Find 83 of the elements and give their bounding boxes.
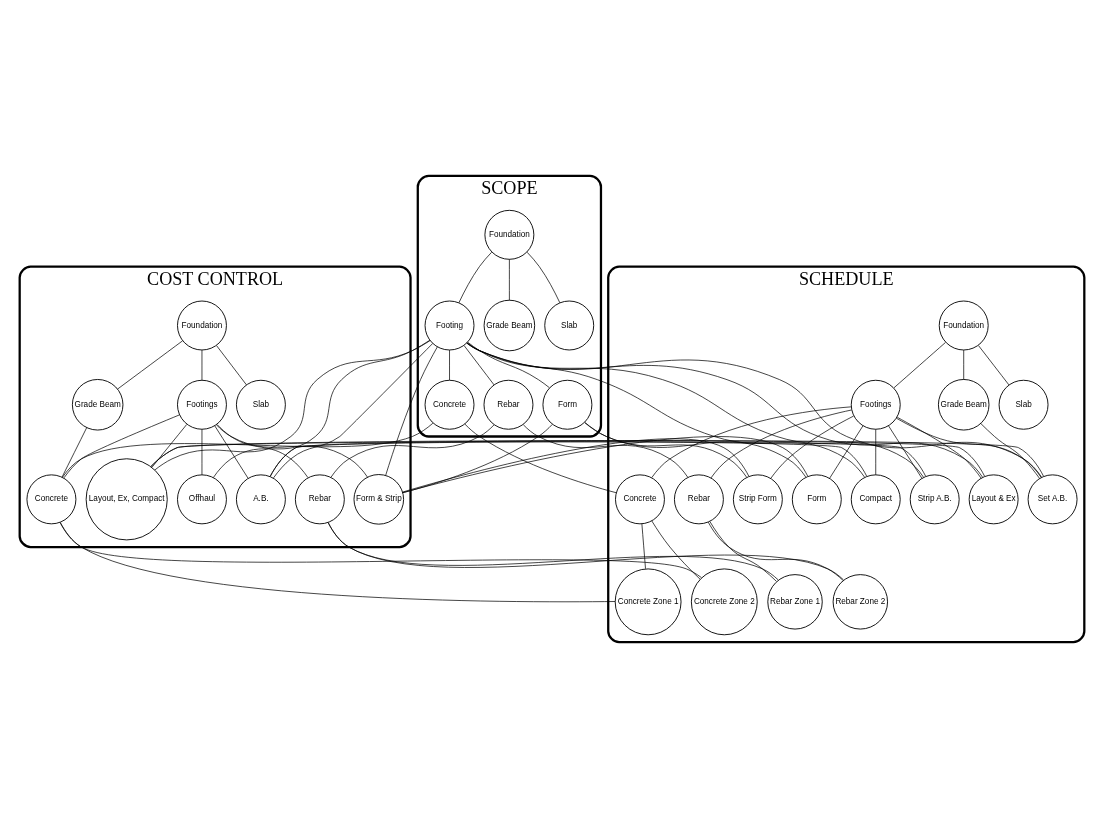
node-circle: Form	[791, 474, 842, 525]
connector	[269, 441, 927, 477]
node-circle: Grade Beam	[937, 379, 990, 431]
connector	[385, 346, 438, 476]
node-circle: Layout & Ex	[968, 474, 1019, 525]
node-circle: Layout, Ex, Compact	[85, 458, 168, 541]
connector	[151, 424, 188, 468]
connector	[707, 521, 844, 581]
connector	[154, 340, 431, 471]
connector	[522, 424, 689, 478]
node-circle: Rebar	[483, 379, 534, 430]
connector	[216, 345, 247, 386]
connector	[584, 422, 748, 478]
node-circle: Form & Strip	[353, 474, 405, 525]
node-circle: Foundation	[938, 300, 989, 351]
connector	[710, 409, 852, 479]
connector	[509, 258, 510, 301]
node-circle: Footings	[177, 379, 227, 430]
connector	[273, 343, 433, 479]
node-circle: Rebar Zone 1	[767, 574, 823, 630]
connector	[330, 424, 495, 478]
connector	[893, 342, 946, 389]
node-circle: Offhaul	[177, 474, 227, 525]
node-circle: Foundation	[484, 209, 535, 260]
connector	[875, 428, 877, 476]
connector	[463, 345, 495, 386]
connector	[464, 423, 617, 494]
connector	[59, 522, 702, 578]
connector	[201, 428, 203, 476]
connector	[963, 349, 965, 380]
connector	[770, 415, 854, 479]
connector	[59, 522, 616, 603]
node-circle: Compact	[850, 474, 901, 525]
node-circle: Footings	[850, 379, 901, 430]
connector	[402, 436, 809, 494]
connector	[458, 251, 492, 304]
node-circle: Strip Form	[732, 474, 783, 525]
node-circle: Slab	[235, 379, 286, 430]
connector	[214, 425, 249, 479]
connector	[896, 417, 1042, 478]
connector	[212, 339, 431, 478]
connector	[216, 424, 309, 478]
node-circle: Foundation	[177, 300, 227, 351]
connector	[63, 414, 180, 479]
node-circle: Rebar	[673, 474, 724, 525]
connector	[269, 440, 1044, 477]
connector	[709, 521, 777, 582]
node-circle: Concrete	[424, 379, 475, 430]
node-circle: Footing	[424, 300, 475, 351]
connector	[467, 341, 550, 389]
connector	[215, 424, 368, 478]
connector	[888, 425, 923, 479]
node-circle: Concrete Zone 2	[690, 568, 758, 636]
node-circle: Slab	[998, 379, 1049, 430]
connector	[980, 423, 1040, 479]
connector	[584, 422, 807, 478]
node-circle: Concrete	[26, 474, 77, 525]
connector	[526, 251, 561, 304]
node-circle: Slab	[544, 300, 595, 351]
node-circle: Rebar	[294, 474, 345, 525]
connector	[402, 438, 750, 493]
node-circle: Concrete Zone 1	[614, 568, 682, 636]
connector	[978, 345, 1010, 386]
connector	[651, 520, 701, 580]
node-circle: Grade Beam	[71, 379, 124, 431]
node-circle: Strip A.B.	[909, 474, 960, 525]
node-circle: Concrete	[615, 474, 665, 525]
connector	[829, 425, 864, 479]
connector	[896, 416, 982, 479]
connector	[150, 440, 985, 477]
connector	[62, 422, 434, 478]
connector	[150, 441, 868, 477]
connector	[641, 523, 646, 570]
node-circle: Form	[542, 379, 593, 430]
connector	[117, 340, 183, 390]
node-circle: Set A.B.	[1027, 474, 1078, 525]
connector	[449, 349, 450, 381]
connector	[201, 349, 203, 381]
node-circle: Grade Beam	[483, 299, 536, 352]
node-circle: Rebar Zone 2	[832, 574, 888, 630]
connector	[61, 427, 88, 478]
node-circle: A.B.	[235, 474, 286, 525]
connector	[651, 406, 852, 478]
